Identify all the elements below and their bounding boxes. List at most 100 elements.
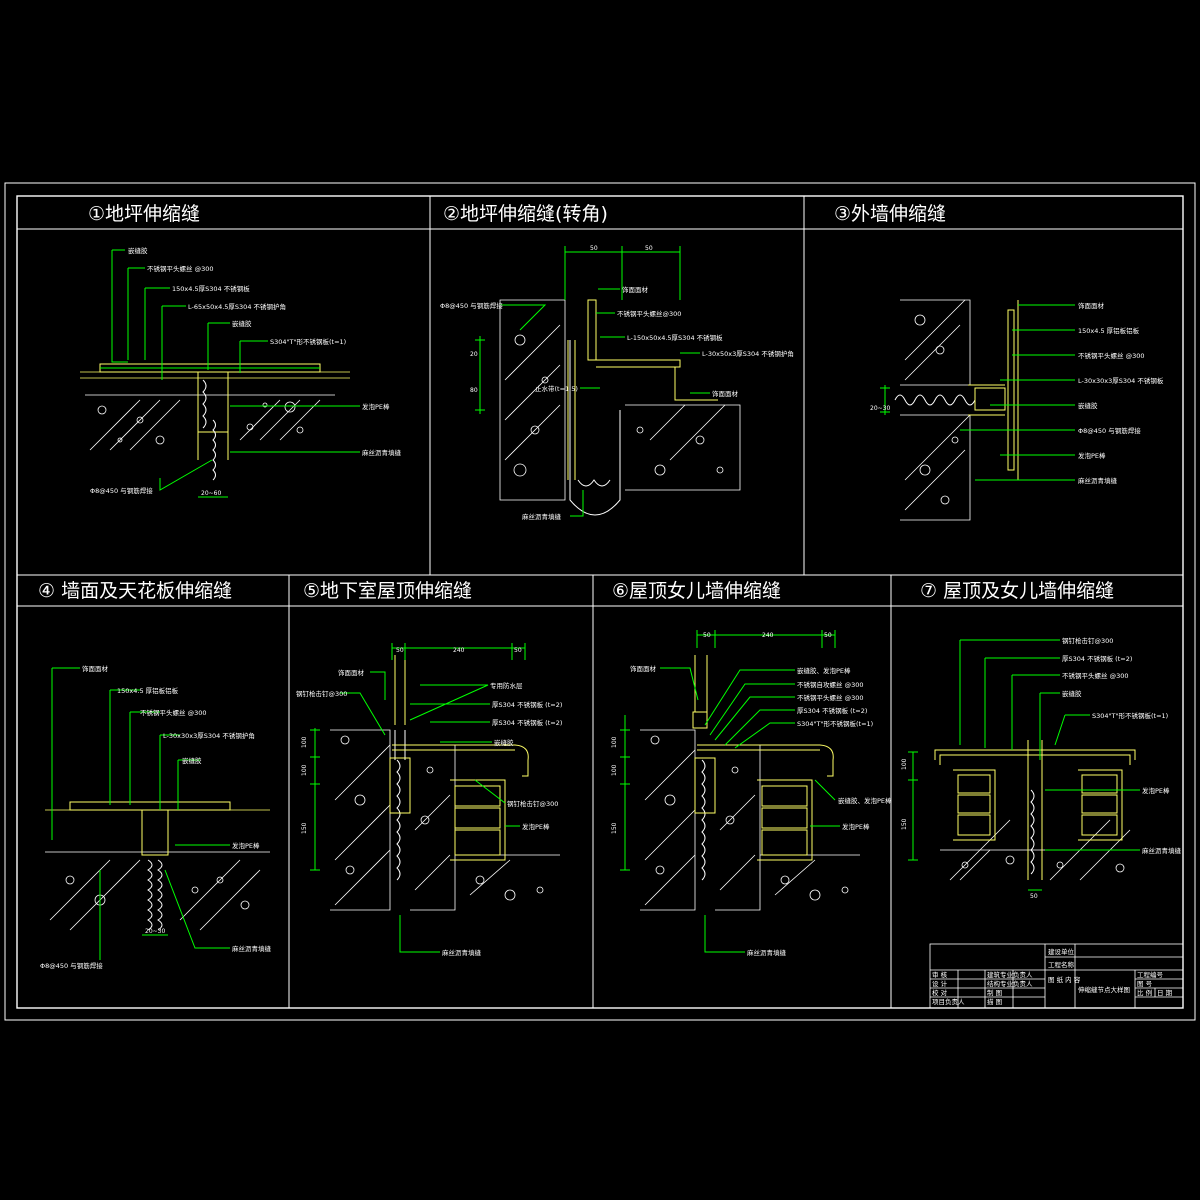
detail-1-dim: 20~60	[201, 490, 221, 497]
detail-4-label: Φ8@450 与钢筋焊接	[40, 961, 103, 970]
detail-5-label: 饰面面材	[338, 668, 365, 677]
panel-title-7: ⑦ 屋顶及女儿墙伸缩缝	[920, 580, 1114, 602]
panel-title-5: ⑤地下室屋顶伸缩缝	[303, 580, 472, 602]
detail-6-dim: 150	[611, 822, 618, 834]
detail-6-label: S304"T"形不锈钢板(t=1)	[797, 719, 873, 728]
detail-1-label: 发泡PE棒	[362, 402, 390, 411]
detail-6-dim: 100	[611, 736, 618, 748]
detail-5-dim: 100	[301, 764, 308, 776]
detail-7-label: 钢钉枪击钉@300	[1062, 636, 1113, 645]
detail-7-dim: 50	[1030, 893, 1038, 900]
detail-6-dim: 50	[703, 632, 711, 639]
title-block-right-label: 日 期	[1157, 989, 1173, 997]
detail-6-dim: 100	[611, 764, 618, 776]
detail-7-dim: 100	[901, 758, 908, 770]
detail-1-label: Φ8@450 与钢筋焊接	[90, 486, 153, 495]
title-block-mid-label: 结构专业负责人	[987, 979, 1033, 988]
detail-5-basement-roof-joint: 50 240 50 100 100 150 饰面面材 钢钉枪击钉@300 专用防…	[296, 643, 562, 957]
detail-2-label: 饰面面材	[622, 285, 649, 294]
detail-2-dim: 50	[645, 245, 653, 252]
detail-5-label: 专用防水层	[490, 681, 523, 690]
detail-5-dim: 100	[301, 736, 308, 748]
detail-4-label: 饰面面材	[82, 664, 109, 673]
detail-7-label: 厚S304 不锈钢板 (t=2)	[1062, 654, 1132, 663]
title-block-right-label: 工程编号	[1137, 970, 1164, 979]
detail-5-label: 麻丝沥青填缝	[442, 948, 482, 957]
detail-1-floor-joint: 嵌缝胶 不锈钢平头螺丝 @300 150x4.5厚S304 不锈钢板 L-65x…	[80, 246, 402, 498]
detail-4-label: L-30x30x3厚S304 不锈钢护角	[163, 731, 255, 740]
detail-2-floor-corner-joint: 50 50 20 80 Φ8@450 与钢筋焊接 饰面面材 不锈钢平头螺丝@30…	[440, 245, 794, 521]
detail-4-label: 麻丝沥青填缝	[232, 944, 272, 953]
detail-4-dim: 20~30	[145, 928, 165, 935]
detail-3-label: 饰面面材	[1078, 301, 1105, 310]
panel-title-3: ③外墙伸缩缝	[834, 203, 946, 225]
panel-title-2: ②地坪伸缩缝(转角)	[443, 203, 608, 225]
title-block-left-label: 项目负责人	[932, 997, 965, 1006]
detail-4-wall-ceiling-joint: 饰面面材 150x4.5 厚铝板铝板 不锈钢平头螺丝 @300 L-30x30x…	[40, 664, 272, 970]
detail-6-dim: 50	[824, 632, 832, 639]
detail-1-label: L-65x50x4.5厚S304 不锈钢护角	[188, 302, 286, 311]
detail-3-label: L-30x30x3厚S304 不锈钢板	[1078, 376, 1164, 385]
title-block-mid-label: 制 图	[987, 988, 1002, 997]
detail-1-label: 不锈钢平头螺丝 @300	[147, 264, 213, 273]
detail-3-label: 发泡PE棒	[1078, 451, 1106, 460]
outer-frame	[4, 182, 1196, 1021]
panel-title-1: ①地坪伸缩缝	[88, 203, 200, 225]
title-block-right-label: 比 例	[1137, 988, 1152, 997]
detail-6-label: 发泡PE棒	[842, 822, 870, 831]
panel-title-4: ④ 墙面及天花板伸缩缝	[38, 580, 232, 602]
detail-2-label: 止水带(t=1.5)	[535, 384, 578, 393]
detail-6-label: 不锈钢自攻螺丝 @300	[797, 680, 863, 689]
detail-3-exterior-wall-joint: 20~30 饰面面材 150x4.5 厚铝板铝板 不锈钢平头螺丝 @300 L-…	[870, 299, 1164, 521]
detail-3-label: Φ8@450 与钢筋焊接	[1078, 426, 1141, 435]
detail-5-label: 发泡PE棒	[522, 822, 550, 831]
detail-6-label: 饰面面材	[630, 664, 657, 673]
detail-2-dim: 80	[470, 387, 478, 394]
detail-6-roof-parapet-joint: 50 240 50 100 100 150 饰面面材 嵌缝胶、发泡PE棒 不锈钢…	[611, 630, 892, 957]
detail-7-label: 不锈钢平头螺丝 @300	[1062, 671, 1128, 680]
title-block-left-label: 审 核	[932, 970, 948, 979]
detail-6-label: 嵌缝胶、发泡PE棒	[797, 666, 851, 675]
detail-2-label: 麻丝沥青填缝	[522, 512, 562, 521]
detail-7-label: 嵌缝胶	[1062, 689, 1082, 698]
title-block-left-label: 校 对	[932, 988, 948, 997]
title-block-client-label: 建设单位	[1048, 947, 1075, 956]
detail-5-dim: 50	[514, 647, 522, 654]
detail-3-dim: 20~30	[870, 405, 890, 412]
detail-2-dim: 20	[470, 351, 478, 358]
detail-6-label: 嵌缝胶、发泡PE棒	[838, 796, 892, 805]
detail-3-label: 150x4.5 厚铝板铝板	[1078, 326, 1140, 335]
detail-5-dim: 240	[453, 647, 465, 654]
detail-2-label: L-30x50x3厚S304 不锈钢护角	[702, 349, 794, 358]
detail-4-label: 嵌缝胶	[182, 756, 202, 765]
detail-7-label: S304"T"形不锈钢板(t=1)	[1092, 711, 1168, 720]
detail-6-label: 不锈钢平头螺丝 @300	[797, 693, 863, 702]
detail-6-dim: 240	[762, 632, 774, 639]
panel-title-6: ⑥屋顶女儿墙伸缩缝	[612, 580, 781, 602]
detail-7-label: 发泡PE棒	[1142, 786, 1170, 795]
detail-2-dim: 50	[590, 245, 598, 252]
detail-3-label: 不锈钢平头螺丝 @300	[1078, 351, 1144, 360]
detail-4-label: 150x4.5 厚铝板铝板	[117, 686, 179, 695]
detail-2-label: Φ8@450 与钢筋焊接	[440, 301, 503, 310]
detail-2-label: 不锈钢平头螺丝@300	[617, 309, 681, 318]
detail-7-label: 麻丝沥青填缝	[1142, 846, 1182, 855]
detail-1-label: 150x4.5厚S304 不锈钢板	[172, 284, 250, 293]
detail-4-label: 不锈钢平头螺丝 @300	[140, 708, 206, 717]
title-block-right-label: 图 号	[1137, 980, 1153, 988]
detail-1-label: 麻丝沥青填缝	[362, 448, 402, 457]
detail-5-label: 厚S304 不锈钢板 (t=2)	[492, 700, 562, 709]
detail-5-label: 嵌缝胶	[494, 738, 514, 747]
detail-6-label: 麻丝沥青填缝	[747, 948, 787, 957]
title-block: 建设单位 工程名称 图 纸 内 容 伸缩缝节点大样图 审 核 设 计 校 对 项…	[929, 943, 1184, 1009]
detail-5-label: 钢钉枪击钉@300	[507, 799, 558, 808]
detail-5-dim: 50	[396, 647, 404, 654]
title-block-mid-label: 描 图	[987, 997, 1002, 1006]
detail-7-roof-parapet-joint: 钢钉枪击钉@300 厚S304 不锈钢板 (t=2) 不锈钢平头螺丝 @300 …	[901, 636, 1182, 900]
panel-grid	[17, 196, 1183, 1008]
detail-4-label: 发泡PE棒	[232, 841, 260, 850]
detail-6-label: 厚S304 不锈钢板 (t=2)	[797, 706, 867, 715]
title-block-content-label: 图 纸 内 容	[1048, 975, 1081, 984]
detail-5-label: 钢钉枪击钉@300	[296, 689, 347, 698]
